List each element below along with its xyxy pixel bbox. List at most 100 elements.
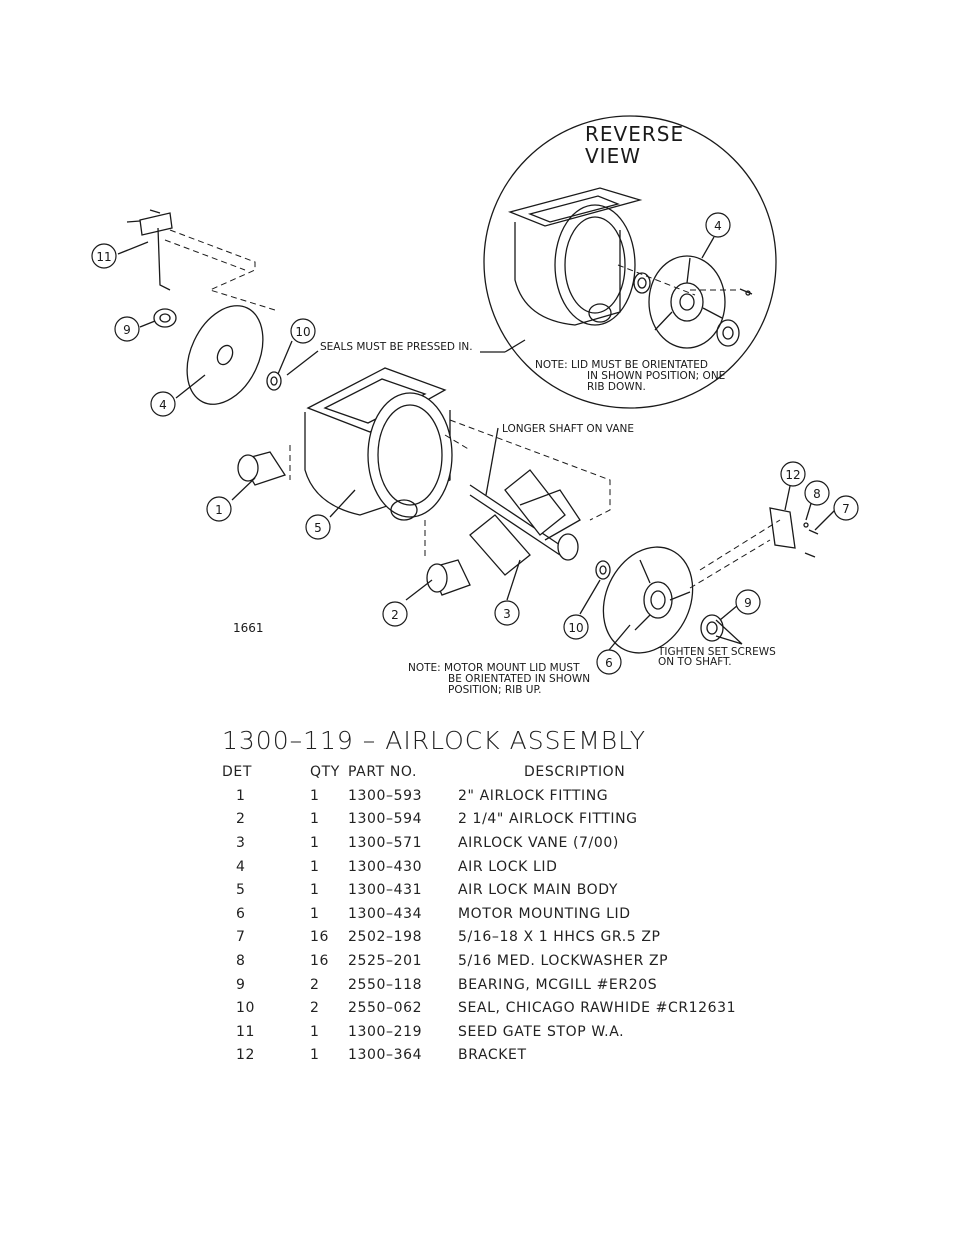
callout-9-lower: 9 [735, 589, 761, 615]
cell-part-no: 1300–571 [348, 834, 423, 851]
cell-qty: 1 [310, 787, 320, 804]
cell-part-no: 1300–431 [348, 882, 423, 899]
note-longer-shaft: LONGER SHAFT ON VANE [502, 423, 634, 435]
note-motor-mount-line-1: NOTE: MOTOR MOUNT LID MUST [408, 662, 580, 674]
header-qty: QTY [310, 764, 340, 780]
header-det: DET [222, 764, 252, 780]
svg-text:8: 8 [813, 487, 821, 501]
svg-text:3: 3 [503, 607, 511, 621]
note-motor-mount-line-2: BE ORIENTATED IN SHOWN [448, 673, 590, 685]
cell-det: 5 [236, 882, 246, 899]
cell-qty: 16 [310, 929, 330, 946]
callout-11: 11 [91, 243, 117, 269]
cell-det: 6 [236, 905, 246, 922]
callout-4-reverse: 4 [705, 212, 731, 238]
note-lid-line-2: IN SHOWN POSITION; ONE [587, 370, 725, 382]
cell-description: BEARING, MCGILL #ER20S [458, 976, 658, 993]
note-set-screws-line-2: ON TO SHAFT. [658, 656, 732, 668]
callout-10: 10 [290, 318, 316, 344]
cell-qty: 1 [310, 834, 320, 851]
cell-qty: 1 [310, 882, 320, 899]
header-description: DESCRIPTION [524, 764, 626, 780]
note-lid-line-3: RIB DOWN. [587, 381, 646, 393]
cell-qty: 16 [310, 952, 330, 969]
cell-description: BRACKET [458, 1047, 527, 1064]
note-seals: SEALS MUST BE PRESSED IN. [320, 341, 473, 353]
cell-description: 2" AIRLOCK FITTING [458, 787, 609, 804]
cell-det: 3 [236, 834, 246, 851]
cell-part-no: 1300–593 [348, 787, 423, 804]
callout-7: 7 [833, 495, 859, 521]
table-row: 7 16 2502–198 5/16–18 X 1 HHCS GR.5 ZP [222, 926, 814, 950]
svg-text:4: 4 [159, 398, 167, 412]
cell-part-no: 1300–364 [348, 1047, 423, 1064]
exploded-assembly-diagram: REVERSE VIEW [91, 115, 859, 696]
callout-10-lower: 10 [563, 614, 589, 640]
callout-9: 9 [114, 316, 140, 342]
cell-description: AIR LOCK MAIN BODY [458, 882, 619, 899]
cell-part-no: 2550–062 [348, 1000, 423, 1017]
svg-text:4: 4 [714, 219, 722, 233]
cell-det: 10 [236, 1000, 256, 1017]
cell-description: AIRLOCK VANE (7/00) [458, 834, 619, 851]
svg-text:9: 9 [744, 596, 752, 610]
cell-part-no: 2525–201 [348, 952, 423, 969]
diagram-notes: SEALS MUST BE PRESSED IN. NOTE: LID MUST… [233, 341, 776, 696]
header-part-no: PART NO. [348, 764, 418, 780]
callout-5: 5 [305, 514, 331, 540]
cell-det: 1 [236, 787, 246, 804]
svg-text:12: 12 [785, 468, 800, 482]
drawing-number: 1661 [233, 621, 264, 635]
cell-part-no: 1300–434 [348, 905, 423, 922]
callout-12: 12 [780, 461, 806, 487]
svg-text:2: 2 [391, 608, 399, 622]
cell-qty: 1 [310, 905, 320, 922]
svg-text:5: 5 [314, 521, 322, 535]
reverse-view-label-line-2: VIEW [585, 144, 641, 168]
cell-qty: 1 [310, 1047, 320, 1064]
reverse-view-label-line-1: REVERSE [585, 122, 684, 146]
cell-det: 9 [236, 976, 246, 993]
cell-qty: 2 [310, 1000, 320, 1017]
cell-part-no: 1300–219 [348, 1023, 423, 1040]
cell-description: AIR LOCK LID [458, 858, 558, 875]
table-row: 3 1 1300–571 AIRLOCK VANE (7/00) [222, 831, 814, 855]
callout-6: 6 [596, 649, 622, 675]
note-lid-line-1: NOTE: LID MUST BE ORIENTATED [535, 359, 708, 371]
callout-4: 4 [150, 391, 176, 417]
table-row: 6 1 1300–434 MOTOR MOUNTING LID [222, 902, 814, 926]
cell-part-no: 2550–118 [348, 976, 423, 993]
cell-description: SEED GATE STOP W.A. [458, 1023, 625, 1040]
cell-det: 11 [236, 1023, 256, 1040]
assembly-title: 1300–119 – AIRLOCK ASSEMBLY [222, 726, 647, 755]
table-row: 1 1 1300–593 2" AIRLOCK FITTING [222, 784, 814, 808]
svg-text:6: 6 [605, 656, 613, 670]
callout-1: 1 [206, 496, 232, 522]
svg-text:1: 1 [215, 503, 223, 517]
cell-qty: 1 [310, 858, 320, 875]
table-header-row: DET QTY PART NO. DESCRIPTION [222, 760, 814, 784]
svg-text:7: 7 [842, 502, 850, 516]
note-motor-mount-line-3: POSITION; RIB UP. [448, 684, 542, 696]
cell-det: 7 [236, 929, 246, 946]
main-assembly [126, 209, 819, 654]
cell-qty: 2 [310, 976, 320, 993]
cell-description: MOTOR MOUNTING LID [458, 905, 631, 922]
table-row: 9 2 2550–118 BEARING, MCGILL #ER20S [222, 973, 814, 997]
cell-description: 5/16–18 X 1 HHCS GR.5 ZP [458, 929, 661, 946]
cell-det: 4 [236, 858, 246, 875]
cell-part-no: 2502–198 [348, 929, 423, 946]
svg-text:11: 11 [96, 250, 111, 264]
callout-2: 2 [382, 601, 408, 627]
cell-qty: 1 [310, 811, 320, 828]
cell-description: 5/16 MED. LOCKWASHER ZP [458, 952, 669, 969]
note-set-screws-line-1: TIGHTEN SET SCREWS [657, 646, 776, 658]
callout-3: 3 [494, 600, 520, 626]
